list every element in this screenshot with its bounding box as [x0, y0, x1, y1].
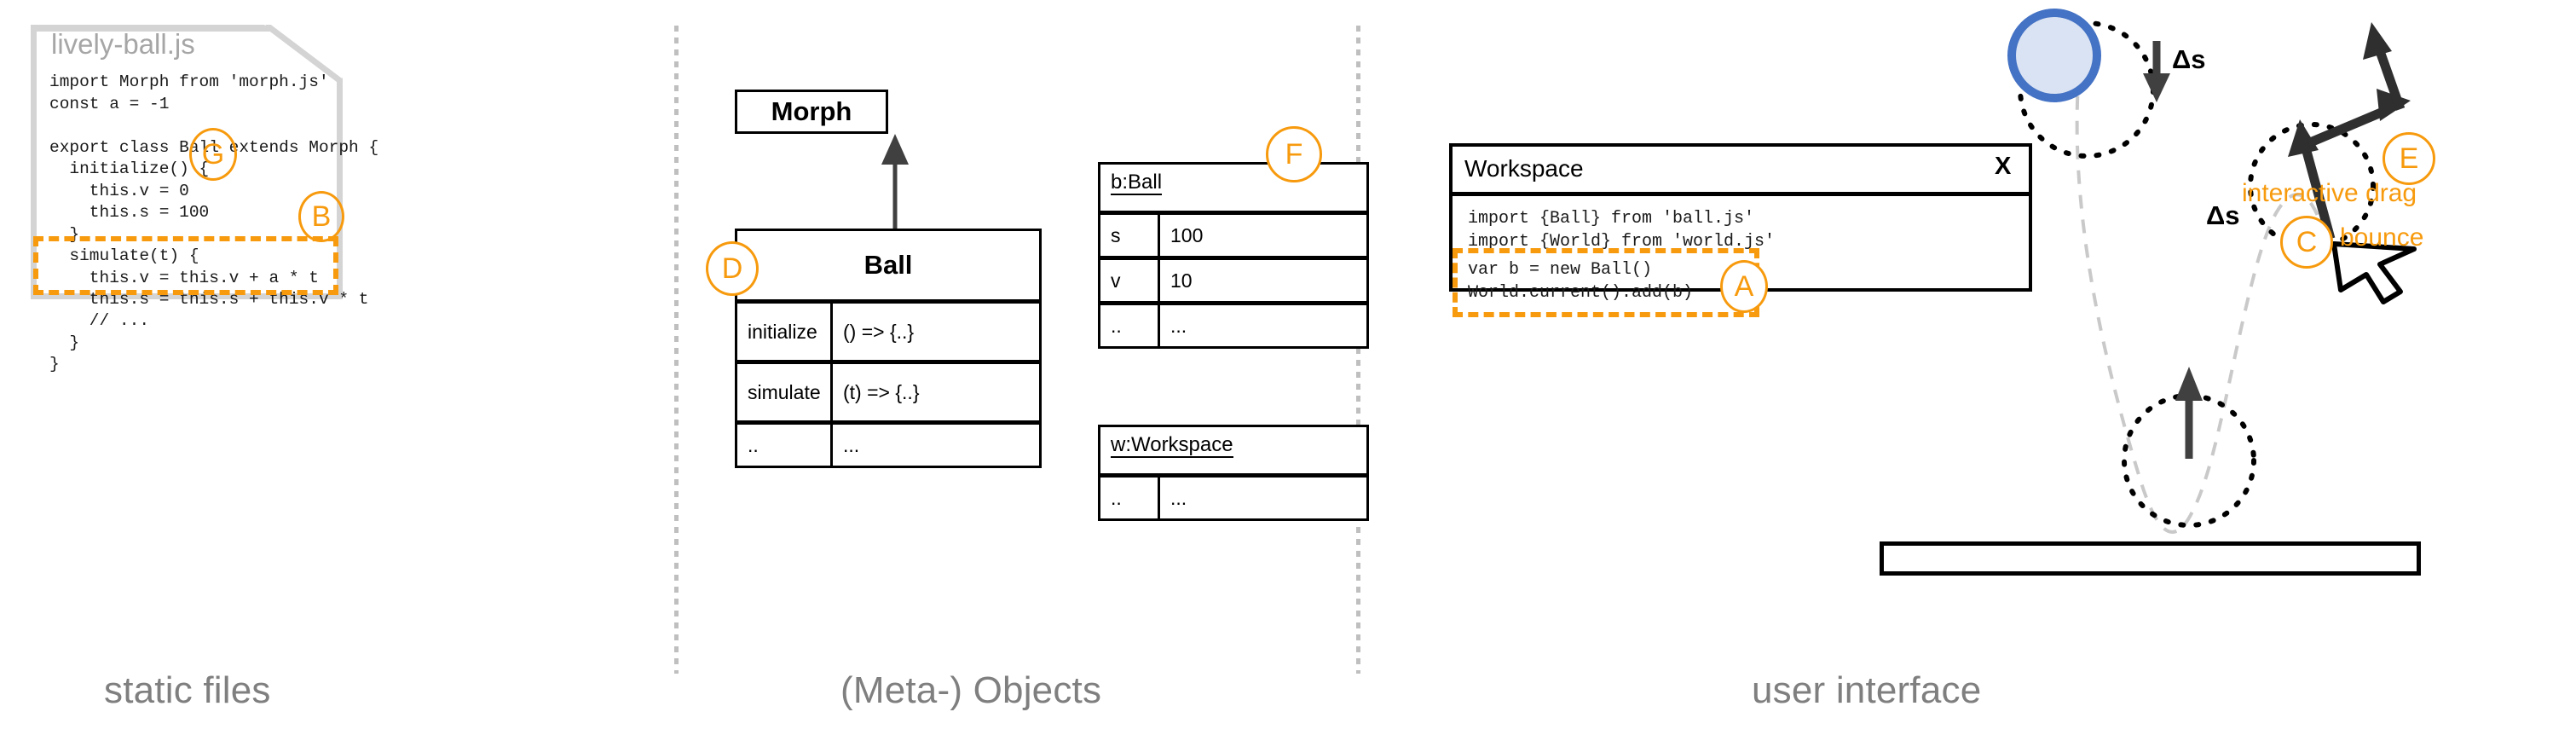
section-divider-2	[1356, 26, 1360, 674]
file-name-label: lively-ball.js	[51, 28, 195, 60]
ground-bar	[1880, 541, 2421, 576]
uml-ball-member-name-2: ..	[737, 425, 833, 466]
callout-d: D	[706, 241, 759, 296]
uml-class-morph: Morph	[735, 90, 888, 134]
callout-a: A	[1720, 260, 1768, 313]
label-bounce: bounce	[2340, 223, 2424, 252]
workspace-close-icon[interactable]: X	[1995, 153, 2012, 180]
source-file-card-top-edge	[31, 25, 276, 32]
delta-s-down-label: Δs	[2172, 44, 2206, 74]
object-b-ball-key-0: s	[1100, 215, 1160, 256]
caption-static-files: static files	[104, 669, 271, 711]
uml-class-ball-row-0: initialize () => {..}	[735, 301, 1042, 362]
object-b-ball-row-2: .. ...	[1098, 303, 1369, 349]
source-file-card-right-edge	[337, 82, 343, 299]
caption-meta-objects: (Meta-) Objects	[840, 669, 1102, 711]
callout-b: B	[298, 191, 344, 242]
callout-c: C	[2280, 216, 2333, 269]
callout-f: F	[1266, 126, 1322, 182]
object-b-ball-row-0: s 100	[1098, 212, 1369, 258]
uml-class-ball: Ball	[735, 229, 1042, 302]
uml-ball-member-value-2: ...	[843, 433, 860, 456]
object-w-key-0: ..	[1100, 478, 1160, 518]
object-b-ball-title: b:Ball	[1111, 171, 1163, 195]
source-file-card	[31, 25, 343, 299]
object-b-ball-val-2: ...	[1170, 314, 1187, 337]
uml-class-ball-row-1: simulate (t) => {..}	[735, 362, 1042, 423]
object-b-ball-key-1: v	[1100, 260, 1160, 301]
object-w-val-0: ...	[1170, 486, 1187, 509]
uml-class-morph-label: Morph	[771, 96, 852, 126]
workspace-titlebar	[1449, 143, 2032, 196]
workspace-code-imports: import {Ball} from 'ball.js' import {Wor…	[1468, 209, 1776, 252]
object-b-ball-key-2: ..	[1100, 305, 1160, 346]
object-w-workspace-title: w:Workspace	[1111, 433, 1233, 458]
uml-class-ball-label: Ball	[863, 250, 913, 280]
workspace-title-label: Workspace	[1464, 155, 1584, 182]
callout-e: E	[2383, 132, 2435, 185]
generalization-arrow-icon	[881, 134, 909, 230]
object-b-ball-val-1: 10	[1170, 269, 1193, 292]
object-b-ball-row-1: v 10	[1098, 258, 1369, 304]
file-code-after: // ... } }	[49, 311, 150, 373]
ui-physics-scene	[2007, 9, 2417, 534]
uml-ball-member-value-0: () => {..}	[843, 320, 915, 343]
object-w-workspace-row-0: .. ...	[1098, 475, 1369, 521]
object-b-ball-val-0: 100	[1170, 223, 1204, 246]
callout-g: G	[189, 128, 237, 181]
uml-ball-member-value-1: (t) => {..}	[843, 380, 920, 403]
file-fold-corner-icon	[264, 25, 343, 84]
object-w-workspace-header: w:Workspace	[1098, 425, 1369, 476]
uml-ball-member-name-1: simulate	[737, 364, 833, 420]
caption-user-interface: user interface	[1752, 669, 1982, 711]
uml-ball-member-name-0: initialize	[737, 304, 833, 360]
uml-class-ball-row-2: .. ...	[735, 422, 1042, 468]
workspace-code-highlight: var b = new Ball() World.current().add(b…	[1468, 260, 1694, 303]
object-b-ball-header: b:Ball	[1098, 162, 1369, 213]
delta-s-up-label: Δs	[2206, 200, 2240, 230]
highlight-box-simulate	[33, 236, 338, 295]
label-interactive-drag: interactive drag	[2242, 179, 2417, 207]
highlight-box-workspace-snippet	[1453, 248, 1759, 317]
section-divider-1	[674, 26, 679, 674]
